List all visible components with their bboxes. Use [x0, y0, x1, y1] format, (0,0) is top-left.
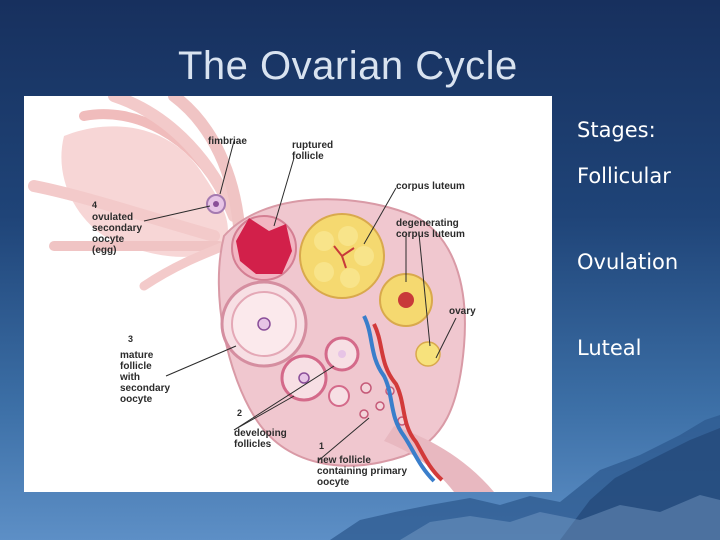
- ovarian-cycle-figure: fimbriae ruptured follicle corpus luteum…: [24, 96, 552, 492]
- stage-luteal: Luteal: [577, 336, 642, 360]
- stage-ovulation: Ovulation: [577, 250, 679, 274]
- corpus-luteum: [299, 213, 385, 299]
- step-number-4: 4: [92, 200, 97, 210]
- step-number-1: 1: [319, 441, 324, 451]
- label-corpus-luteum: corpus luteum: [396, 181, 465, 192]
- label-ovulated-oocyte: ovulated secondary oocyte (egg): [92, 212, 145, 256]
- ruptured-follicle: [231, 215, 297, 281]
- label-mature-follicle: mature follicle with secondary oocyte: [119, 350, 173, 405]
- stage-follicular: Follicular: [577, 164, 671, 188]
- stages-heading: Stages:: [577, 118, 656, 142]
- developing-follicles: [280, 336, 360, 407]
- label-developing-follicles: developing follicles: [234, 428, 290, 450]
- label-ruptured-follicle: ruptured follicle: [292, 140, 336, 162]
- slide-title: The Ovarian Cycle: [178, 44, 518, 88]
- fimbriae-illustration: [28, 96, 245, 291]
- label-new-follicle: new follicle containing primary oocyte: [317, 455, 410, 488]
- step-number-2: 2: [237, 408, 242, 418]
- ovary-illustration: fimbriae ruptured follicle corpus luteum…: [28, 96, 494, 492]
- step-number-3: 3: [128, 334, 133, 344]
- blood-vessels: [362, 315, 444, 483]
- label-ovary: ovary: [449, 306, 476, 317]
- mature-follicle: [220, 280, 308, 368]
- label-fimbriae: fimbriae: [208, 136, 247, 147]
- label-degenerating-corpus-luteum: degenerating corpus luteum: [396, 218, 465, 240]
- leader-lines: [143, 140, 457, 462]
